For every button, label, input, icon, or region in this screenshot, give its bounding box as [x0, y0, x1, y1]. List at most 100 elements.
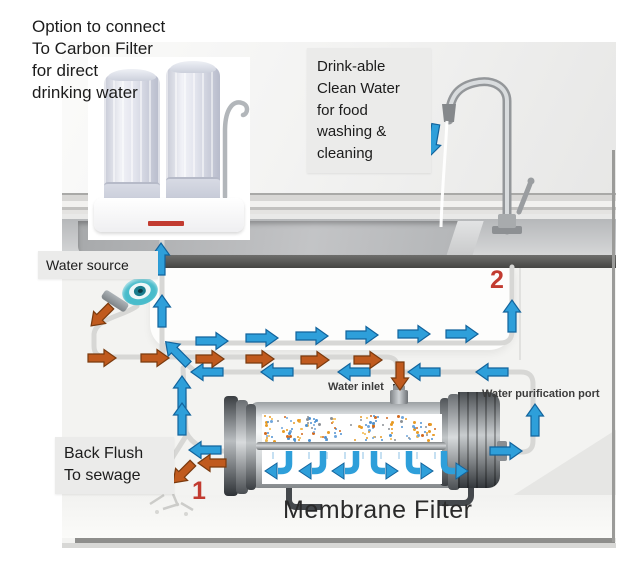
- particle-dot: [373, 415, 376, 418]
- particle-dot: [265, 437, 268, 440]
- particle-dot: [265, 435, 268, 437]
- particle-dot: [264, 432, 268, 436]
- particle-dot: [333, 435, 337, 439]
- carbon-filter-brand-label: [148, 221, 184, 226]
- particle-dot: [334, 428, 337, 431]
- drip-dash: [398, 452, 400, 459]
- particle-dot: [419, 421, 422, 424]
- note-line: Back Flush: [64, 445, 144, 462]
- particle-dot: [266, 421, 269, 424]
- flow-arrow: [397, 324, 432, 344]
- particle-dot: [360, 425, 364, 429]
- drip-dash: [308, 452, 310, 459]
- particle-dot: [308, 438, 312, 442]
- particle-dot: [350, 423, 353, 426]
- particle-dot: [287, 437, 291, 441]
- particle-dot: [419, 425, 422, 428]
- drip-dash: [344, 452, 346, 459]
- particle-dot: [281, 430, 285, 434]
- particle-dot: [374, 419, 377, 422]
- particle-dot: [272, 439, 276, 443]
- particle-dot: [284, 415, 287, 418]
- particle-dot: [413, 420, 417, 424]
- faucet-handle: [516, 181, 533, 215]
- drip-dash: [272, 452, 274, 459]
- particle-dot: [374, 416, 378, 420]
- water-source-text: Water source: [46, 257, 129, 273]
- particle-dot: [381, 423, 384, 426]
- particle-dot: [387, 428, 390, 431]
- flow-arrow: [90, 302, 115, 327]
- particle-dot: [431, 433, 434, 436]
- drip-dash: [416, 452, 418, 459]
- particle-dot: [313, 418, 316, 421]
- particle-dot: [277, 419, 280, 422]
- faucet-base: [492, 226, 522, 234]
- particle-dot: [300, 432, 303, 435]
- particle-dot: [301, 427, 304, 430]
- particle-dot: [268, 428, 271, 431]
- particle-dot: [365, 436, 368, 439]
- particle-dot: [389, 423, 393, 427]
- particle-dot: [365, 424, 367, 427]
- particle-dot: [299, 427, 302, 430]
- particle-dot: [371, 436, 374, 439]
- particle-dot: [417, 433, 421, 437]
- filter-flow-arrow: [405, 451, 420, 475]
- particle-dot: [334, 432, 336, 435]
- particle-dot: [306, 422, 309, 425]
- carbon-filter-spout: [222, 100, 250, 200]
- drip-dash: [326, 452, 328, 459]
- particle-dot: [293, 437, 297, 441]
- particle-dot: [412, 424, 416, 428]
- particle-dot: [366, 417, 369, 420]
- pipe-purified-return: [165, 346, 536, 455]
- particle-dot: [314, 420, 317, 423]
- particle-dot: [397, 415, 401, 419]
- particle-dot: [310, 422, 313, 425]
- note-line: To Carbon Filter: [32, 39, 153, 59]
- particle-dot: [372, 421, 376, 425]
- flow-arrow: [195, 331, 230, 351]
- flow-arrow: [152, 293, 172, 328]
- particle-dot: [370, 415, 373, 418]
- carbon-filter-base: [94, 198, 244, 232]
- particle-dot: [368, 431, 371, 434]
- particle-dot: [412, 428, 416, 432]
- particle-dot: [400, 420, 404, 424]
- filter-flange-outer: [224, 396, 238, 496]
- particle-dot: [319, 436, 322, 439]
- particle-dot: [365, 439, 368, 442]
- particle-dot: [298, 436, 301, 439]
- particle-dot: [292, 421, 295, 424]
- flow-arrow: [196, 453, 227, 473]
- cartridge-cap-right: [170, 61, 216, 73]
- particle-dot: [390, 432, 393, 435]
- particle-dot: [393, 439, 396, 442]
- flow-arrow: [187, 440, 222, 460]
- particle-dot: [361, 431, 364, 434]
- particle-dot: [386, 417, 389, 420]
- particle-dot: [314, 427, 317, 430]
- flow-arrow: [474, 362, 509, 382]
- carbon-option-note: Option to connect To Carbon Filter for d…: [32, 16, 202, 104]
- flow-arrow: [189, 362, 224, 382]
- particle-dot: [414, 426, 417, 429]
- particle-dot: [415, 426, 418, 429]
- drip-dash: [434, 452, 436, 459]
- particle-dot: [330, 422, 333, 424]
- flow-arrow: [140, 348, 171, 368]
- particle-dot: [416, 431, 420, 435]
- note-line: drinking water: [32, 83, 138, 103]
- particle-dot: [405, 435, 408, 438]
- flow-arrow: [164, 340, 192, 368]
- particle-dot: [433, 428, 436, 431]
- particle-dot: [430, 438, 433, 441]
- particle-dot: [323, 435, 327, 439]
- particle-dot: [312, 424, 315, 427]
- drip-dash: [362, 452, 364, 459]
- particle-dot: [424, 431, 427, 434]
- step-2-number: 2: [490, 266, 504, 294]
- water-inlet-label: Water inlet: [328, 381, 384, 393]
